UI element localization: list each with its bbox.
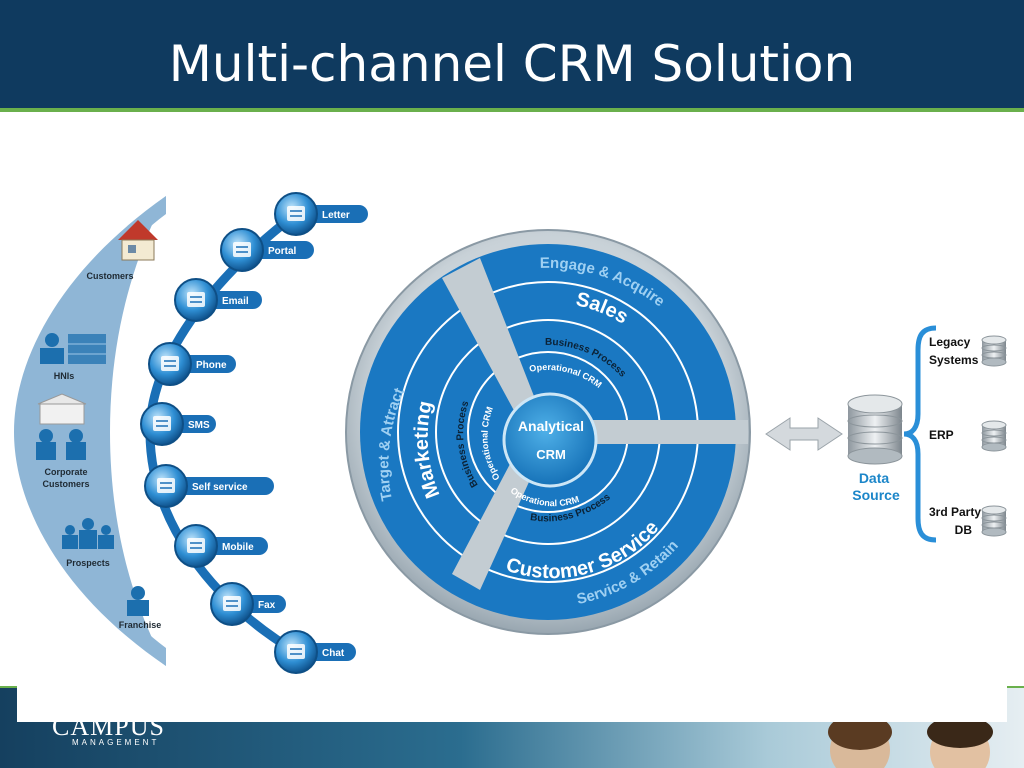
channel-mobile[interactable]: Mobile bbox=[174, 524, 268, 568]
crm-wheel bbox=[345, 229, 751, 635]
header-bar: Multi-channel CRM Solution bbox=[0, 0, 1024, 108]
source-label-line1: 3rd Party bbox=[929, 505, 981, 519]
customer-label-1: HNIs bbox=[54, 371, 75, 381]
customer-label-0: Customers bbox=[86, 271, 133, 281]
group-people-icon bbox=[62, 518, 114, 549]
channel-chat[interactable]: Chat bbox=[274, 630, 356, 674]
fax-icon bbox=[210, 582, 254, 626]
channel-label: Fax bbox=[258, 600, 276, 611]
channel-label: SMS bbox=[188, 420, 210, 431]
data-source-label-2: Source bbox=[852, 487, 900, 503]
chat-icon bbox=[274, 630, 318, 674]
house-icon bbox=[118, 220, 158, 261]
database-icon bbox=[981, 420, 1007, 452]
channel-label: Letter bbox=[322, 210, 350, 221]
corporate-building-icon bbox=[36, 393, 87, 460]
people-photo bbox=[828, 714, 993, 768]
sms-icon bbox=[140, 402, 184, 446]
divider-top-left bbox=[442, 258, 548, 440]
channel-label: Chat bbox=[322, 648, 345, 659]
data-source-brace bbox=[903, 325, 937, 543]
channel-label: Phone bbox=[196, 360, 227, 371]
channel-label: Portal bbox=[268, 246, 297, 257]
help-screen-icon bbox=[144, 464, 188, 508]
database-icon bbox=[981, 505, 1007, 537]
channel-letter[interactable]: Letter bbox=[274, 192, 368, 236]
channel-phone[interactable]: Phone bbox=[148, 342, 236, 386]
divider-right bbox=[548, 420, 748, 444]
channel-label: Mobile bbox=[222, 542, 254, 553]
center-label-line1: Analytical bbox=[518, 418, 584, 434]
data-source-label-1: Data bbox=[859, 470, 890, 486]
source-erp: ERP bbox=[929, 420, 1007, 452]
phone-icon bbox=[148, 342, 192, 386]
channel-portal[interactable]: Portal bbox=[220, 228, 314, 272]
analytical-crm-center bbox=[502, 392, 598, 488]
database-icon bbox=[981, 335, 1007, 367]
source-label-line2: Systems bbox=[929, 353, 979, 367]
email-icon bbox=[174, 278, 218, 322]
people-building-icon bbox=[40, 333, 106, 364]
double-arrow bbox=[765, 417, 843, 451]
header-divider bbox=[0, 108, 1024, 112]
channel-label: Self service bbox=[192, 482, 248, 493]
portal-icon bbox=[220, 228, 264, 272]
channel-sms[interactable]: SMS bbox=[140, 402, 216, 446]
channel-email[interactable]: Email bbox=[174, 278, 262, 322]
customers-band bbox=[14, 196, 166, 666]
source-label-line2: DB bbox=[955, 523, 973, 537]
letter-icon bbox=[274, 192, 318, 236]
mobile-icon bbox=[174, 524, 218, 568]
campus-logo-sub: MANAGEMENT bbox=[72, 738, 160, 747]
source-label-line1: ERP bbox=[929, 428, 954, 442]
source-label-line1: Legacy bbox=[929, 335, 971, 349]
customer-label-3: Prospects bbox=[66, 558, 110, 568]
channel-label: Email bbox=[222, 296, 249, 307]
data-source-database-icon bbox=[847, 394, 903, 465]
channel-self-service[interactable]: Self service bbox=[144, 464, 274, 508]
center-label-line2: CRM bbox=[536, 447, 566, 462]
person-icon bbox=[127, 586, 149, 616]
customer-label-4: Franchise bbox=[119, 620, 162, 630]
slide-title: Multi-channel CRM Solution bbox=[168, 35, 856, 93]
channel-fax[interactable]: Fax bbox=[210, 582, 286, 626]
